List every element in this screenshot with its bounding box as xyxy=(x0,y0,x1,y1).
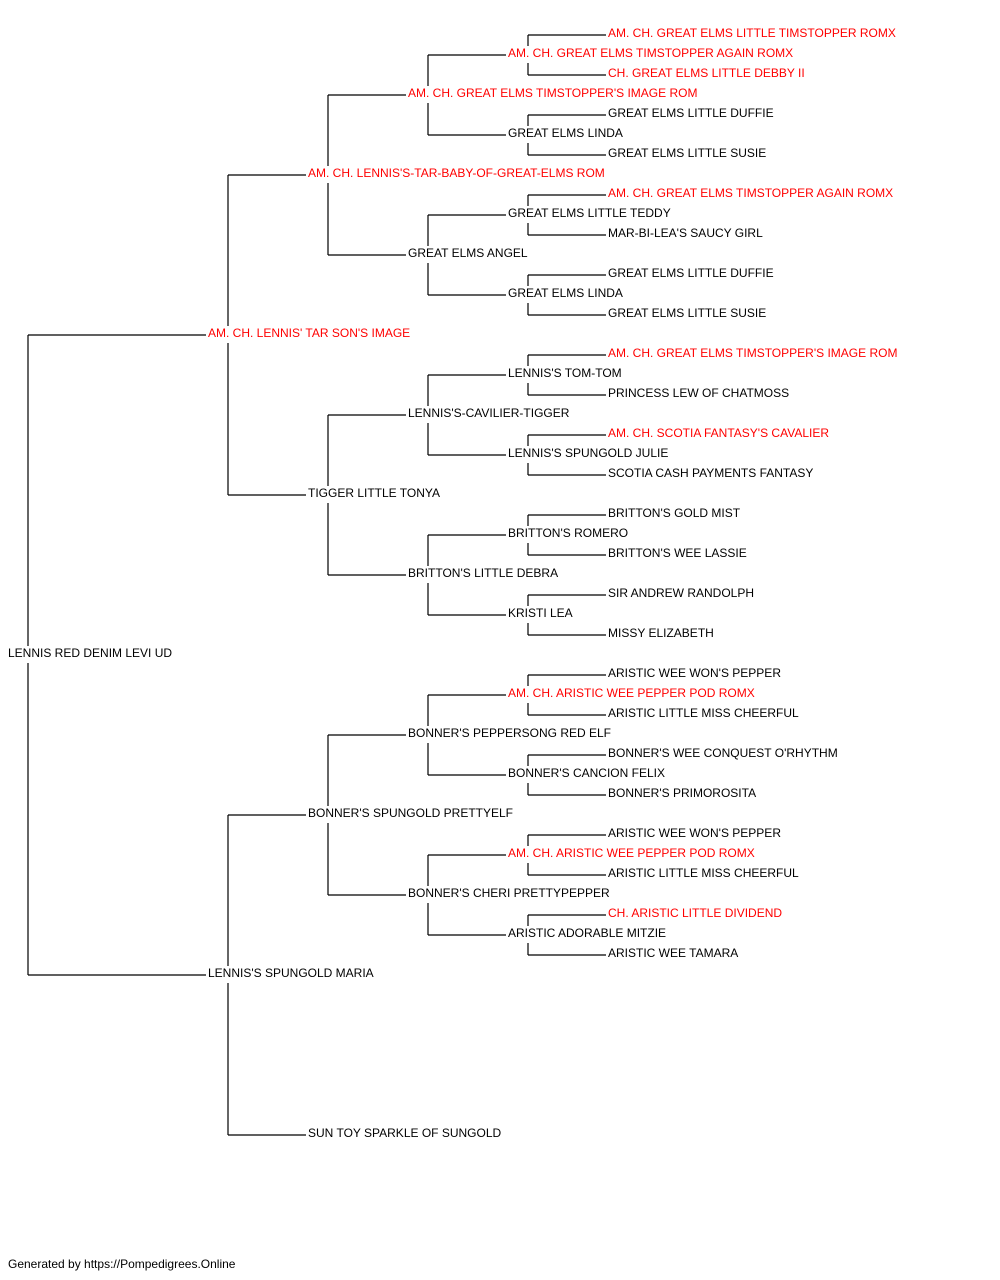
dam-name: CH. GREAT ELMS LITTLE DEBBY II xyxy=(608,66,807,80)
dam-name: MAR-BI-LEA'S SAUCY GIRL xyxy=(608,226,765,240)
dam-name: MISSY ELIZABETH xyxy=(608,626,716,640)
sire-name: GREAT ELMS LITTLE TEDDY xyxy=(508,206,673,220)
dam-name: BONNER'S PRIMOROSITA xyxy=(608,786,759,800)
dam-name: KRISTI LEA xyxy=(508,606,575,620)
dam-name: SCOTIA CASH PAYMENTS FANTASY xyxy=(608,466,816,480)
dam-name: TIGGER LITTLE TONYA xyxy=(308,486,443,500)
sire-name: LENNIS'S-CAVILIER-TIGGER xyxy=(408,406,572,420)
sire-name: GREAT ELMS LITTLE DUFFIE xyxy=(608,106,776,120)
sire-name: AM. CH. LENNIS' TAR SON'S IMAGE xyxy=(208,326,413,340)
subject-dog-name: LENNIS RED DENIM LEVI UD xyxy=(8,646,175,660)
sire-name: AM. CH. GREAT ELMS LITTLE TIMSTOPPER ROM… xyxy=(608,26,898,40)
dam-name: GREAT ELMS LITTLE SUSIE xyxy=(608,306,769,320)
dam-name: LENNIS'S SPUNGOLD MARIA xyxy=(208,966,376,980)
sire-name: ARISTIC WEE WON'S PEPPER xyxy=(608,666,783,680)
sire-name: AM. CH. GREAT ELMS TIMSTOPPER AGAIN ROMX xyxy=(608,186,896,200)
dam-name: LENNIS'S SPUNGOLD JULIE xyxy=(508,446,671,460)
sire-name: AM. CH. ARISTIC WEE PEPPER POD ROMX xyxy=(508,846,757,860)
dam-name: PRINCESS LEW OF CHATMOSS xyxy=(608,386,792,400)
dam-name: BRITTON'S LITTLE DEBRA xyxy=(408,566,561,580)
dam-name: BONNER'S CHERI PRETTYPEPPER xyxy=(408,886,612,900)
dam-name: BRITTON'S WEE LASSIE xyxy=(608,546,749,560)
sire-name: AM. CH. GREAT ELMS TIMSTOPPER'S IMAGE RO… xyxy=(408,86,700,100)
sire-name: GREAT ELMS LITTLE DUFFIE xyxy=(608,266,776,280)
sire-name: BONNER'S SPUNGOLD PRETTYELF xyxy=(308,806,515,820)
sire-name: BONNER'S PEPPERSONG RED ELF xyxy=(408,726,614,740)
dam-name: ARISTIC WEE TAMARA xyxy=(608,946,741,960)
footer-credit: Generated by https://Pompedigrees.Online xyxy=(8,1257,236,1271)
sire-name: AM. CH. GREAT ELMS TIMSTOPPER'S IMAGE RO… xyxy=(608,346,900,360)
dam-name: ARISTIC LITTLE MISS CHEERFUL xyxy=(608,706,801,720)
sire-name: CH. ARISTIC LITTLE DIVIDEND xyxy=(608,906,785,920)
dam-name: GREAT ELMS ANGEL xyxy=(408,246,530,260)
sire-name: LENNIS'S TOM-TOM xyxy=(508,366,624,380)
sire-name: BONNER'S WEE CONQUEST O'RHYTHM xyxy=(608,746,840,760)
dam-name: ARISTIC LITTLE MISS CHEERFUL xyxy=(608,866,801,880)
sire-name: BRITTON'S GOLD MIST xyxy=(608,506,743,520)
sire-name: AM. CH. LENNIS'S-TAR-BABY-OF-GREAT-ELMS … xyxy=(308,166,607,180)
sire-name: AM. CH. ARISTIC WEE PEPPER POD ROMX xyxy=(508,686,757,700)
dam-name: GREAT ELMS LINDA xyxy=(508,286,625,300)
dam-name: GREAT ELMS LITTLE SUSIE xyxy=(608,146,769,160)
sire-name: AM. CH. GREAT ELMS TIMSTOPPER AGAIN ROMX xyxy=(508,46,796,60)
dam-name: GREAT ELMS LINDA xyxy=(508,126,625,140)
sire-name: SIR ANDREW RANDOLPH xyxy=(608,586,757,600)
dam-name: BONNER'S CANCION FELIX xyxy=(508,766,667,780)
dam-name: SUN TOY SPARKLE OF SUNGOLD xyxy=(308,1126,504,1140)
sire-name: BRITTON'S ROMERO xyxy=(508,526,631,540)
sire-name: AM. CH. SCOTIA FANTASY'S CAVALIER xyxy=(608,426,832,440)
dam-name: ARISTIC ADORABLE MITZIE xyxy=(508,926,669,940)
sire-name: ARISTIC WEE WON'S PEPPER xyxy=(608,826,783,840)
